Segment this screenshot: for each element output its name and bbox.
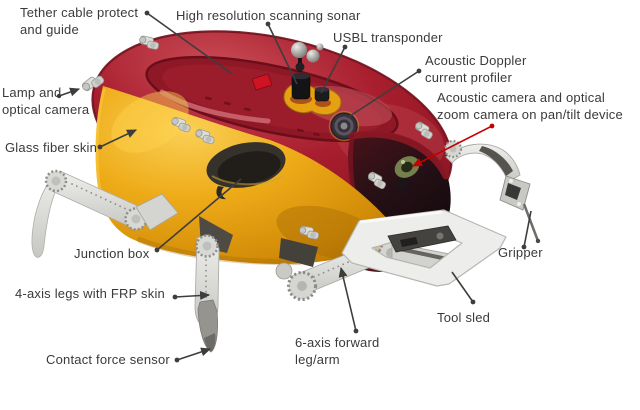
left-leg (31, 169, 179, 258)
deck-vents (204, 96, 320, 137)
label-legs-frp: 4-axis legs with FRP skin (15, 286, 165, 301)
label-doppler-profiler: Acoustic Doppler current profiler (425, 53, 527, 85)
leader-line-junction (156, 178, 242, 251)
leader-line-tether (146, 12, 233, 75)
left-leg-bracket (135, 193, 179, 231)
gripper-rod (522, 203, 540, 242)
front-center-leg (194, 216, 233, 353)
label-scanning-sonar: High resolution scanning sonar (176, 8, 361, 23)
label-forward-leg-arm: 6-axis forward leg/arm (295, 335, 380, 367)
leader-line-4axis (174, 291, 211, 300)
left-leg-blade (31, 171, 63, 258)
scanning-sonar-device (291, 58, 311, 100)
label-tether-cable: Tether cable protect and guide (20, 5, 139, 37)
label-junction-box: Junction box (74, 246, 150, 261)
deck-instruments (251, 42, 360, 142)
leader-red (412, 123, 495, 167)
label-tool-sled: Tool sled (437, 310, 491, 325)
sphere-fittings (291, 42, 324, 63)
leader-line-acoustic-camera (412, 125, 493, 167)
label-acoustic-camera: Acoustic camera and optical zoom camera … (437, 90, 623, 122)
leader-line-glass-fiber (99, 129, 138, 148)
leader-dots (56, 10, 527, 363)
leader-line-6axis (338, 266, 357, 332)
red-block (251, 73, 273, 91)
leader-line-sonar (267, 23, 298, 85)
label-glass-fiber-skin: Glass fiber skin (5, 140, 98, 155)
leader-line-contact (176, 347, 212, 361)
tool-sled (341, 209, 507, 287)
label-gripper: Gripper (498, 245, 543, 260)
leader-line-lamp (58, 87, 81, 97)
leader-line-doppler (346, 70, 420, 119)
leader-line-tool-sled (451, 271, 474, 303)
usbl-transponder-device (314, 87, 330, 102)
leader-line-usbl (320, 46, 346, 94)
leader-lines (58, 12, 532, 361)
doppler-profiler-device (328, 110, 360, 142)
junction-box-opening (206, 142, 286, 188)
leader-line-gripper (523, 210, 532, 248)
label-contact-force-sensor: Contact force sensor (46, 352, 170, 367)
label-usbl-transponder: USBL transponder (333, 30, 443, 45)
hull-hook (216, 186, 226, 200)
pan-tilt-camera-device (394, 156, 420, 190)
label-lamp-camera: Lamp and optical camera (2, 85, 90, 117)
